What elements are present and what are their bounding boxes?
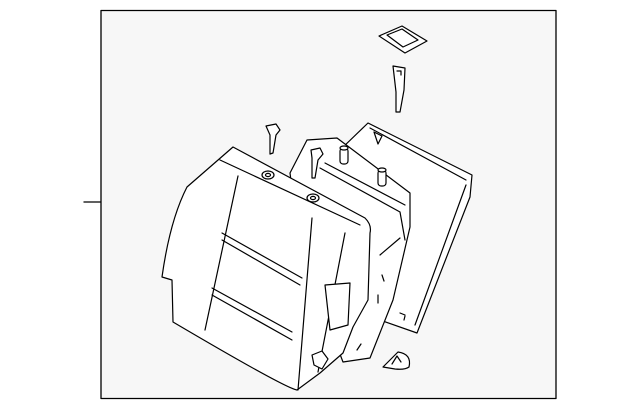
headrest-guide-hole: [306, 193, 320, 203]
seat-back-cushion[interactable]: [161, 146, 372, 391]
trim-clip[interactable]: [382, 351, 411, 370]
release-bezel[interactable]: [378, 25, 428, 54]
headrest-guide-hole: [261, 170, 275, 180]
headrest-guide-left[interactable]: [265, 123, 281, 155]
release-strap[interactable]: [392, 65, 406, 113]
headrest-guide-right[interactable]: [310, 147, 324, 179]
